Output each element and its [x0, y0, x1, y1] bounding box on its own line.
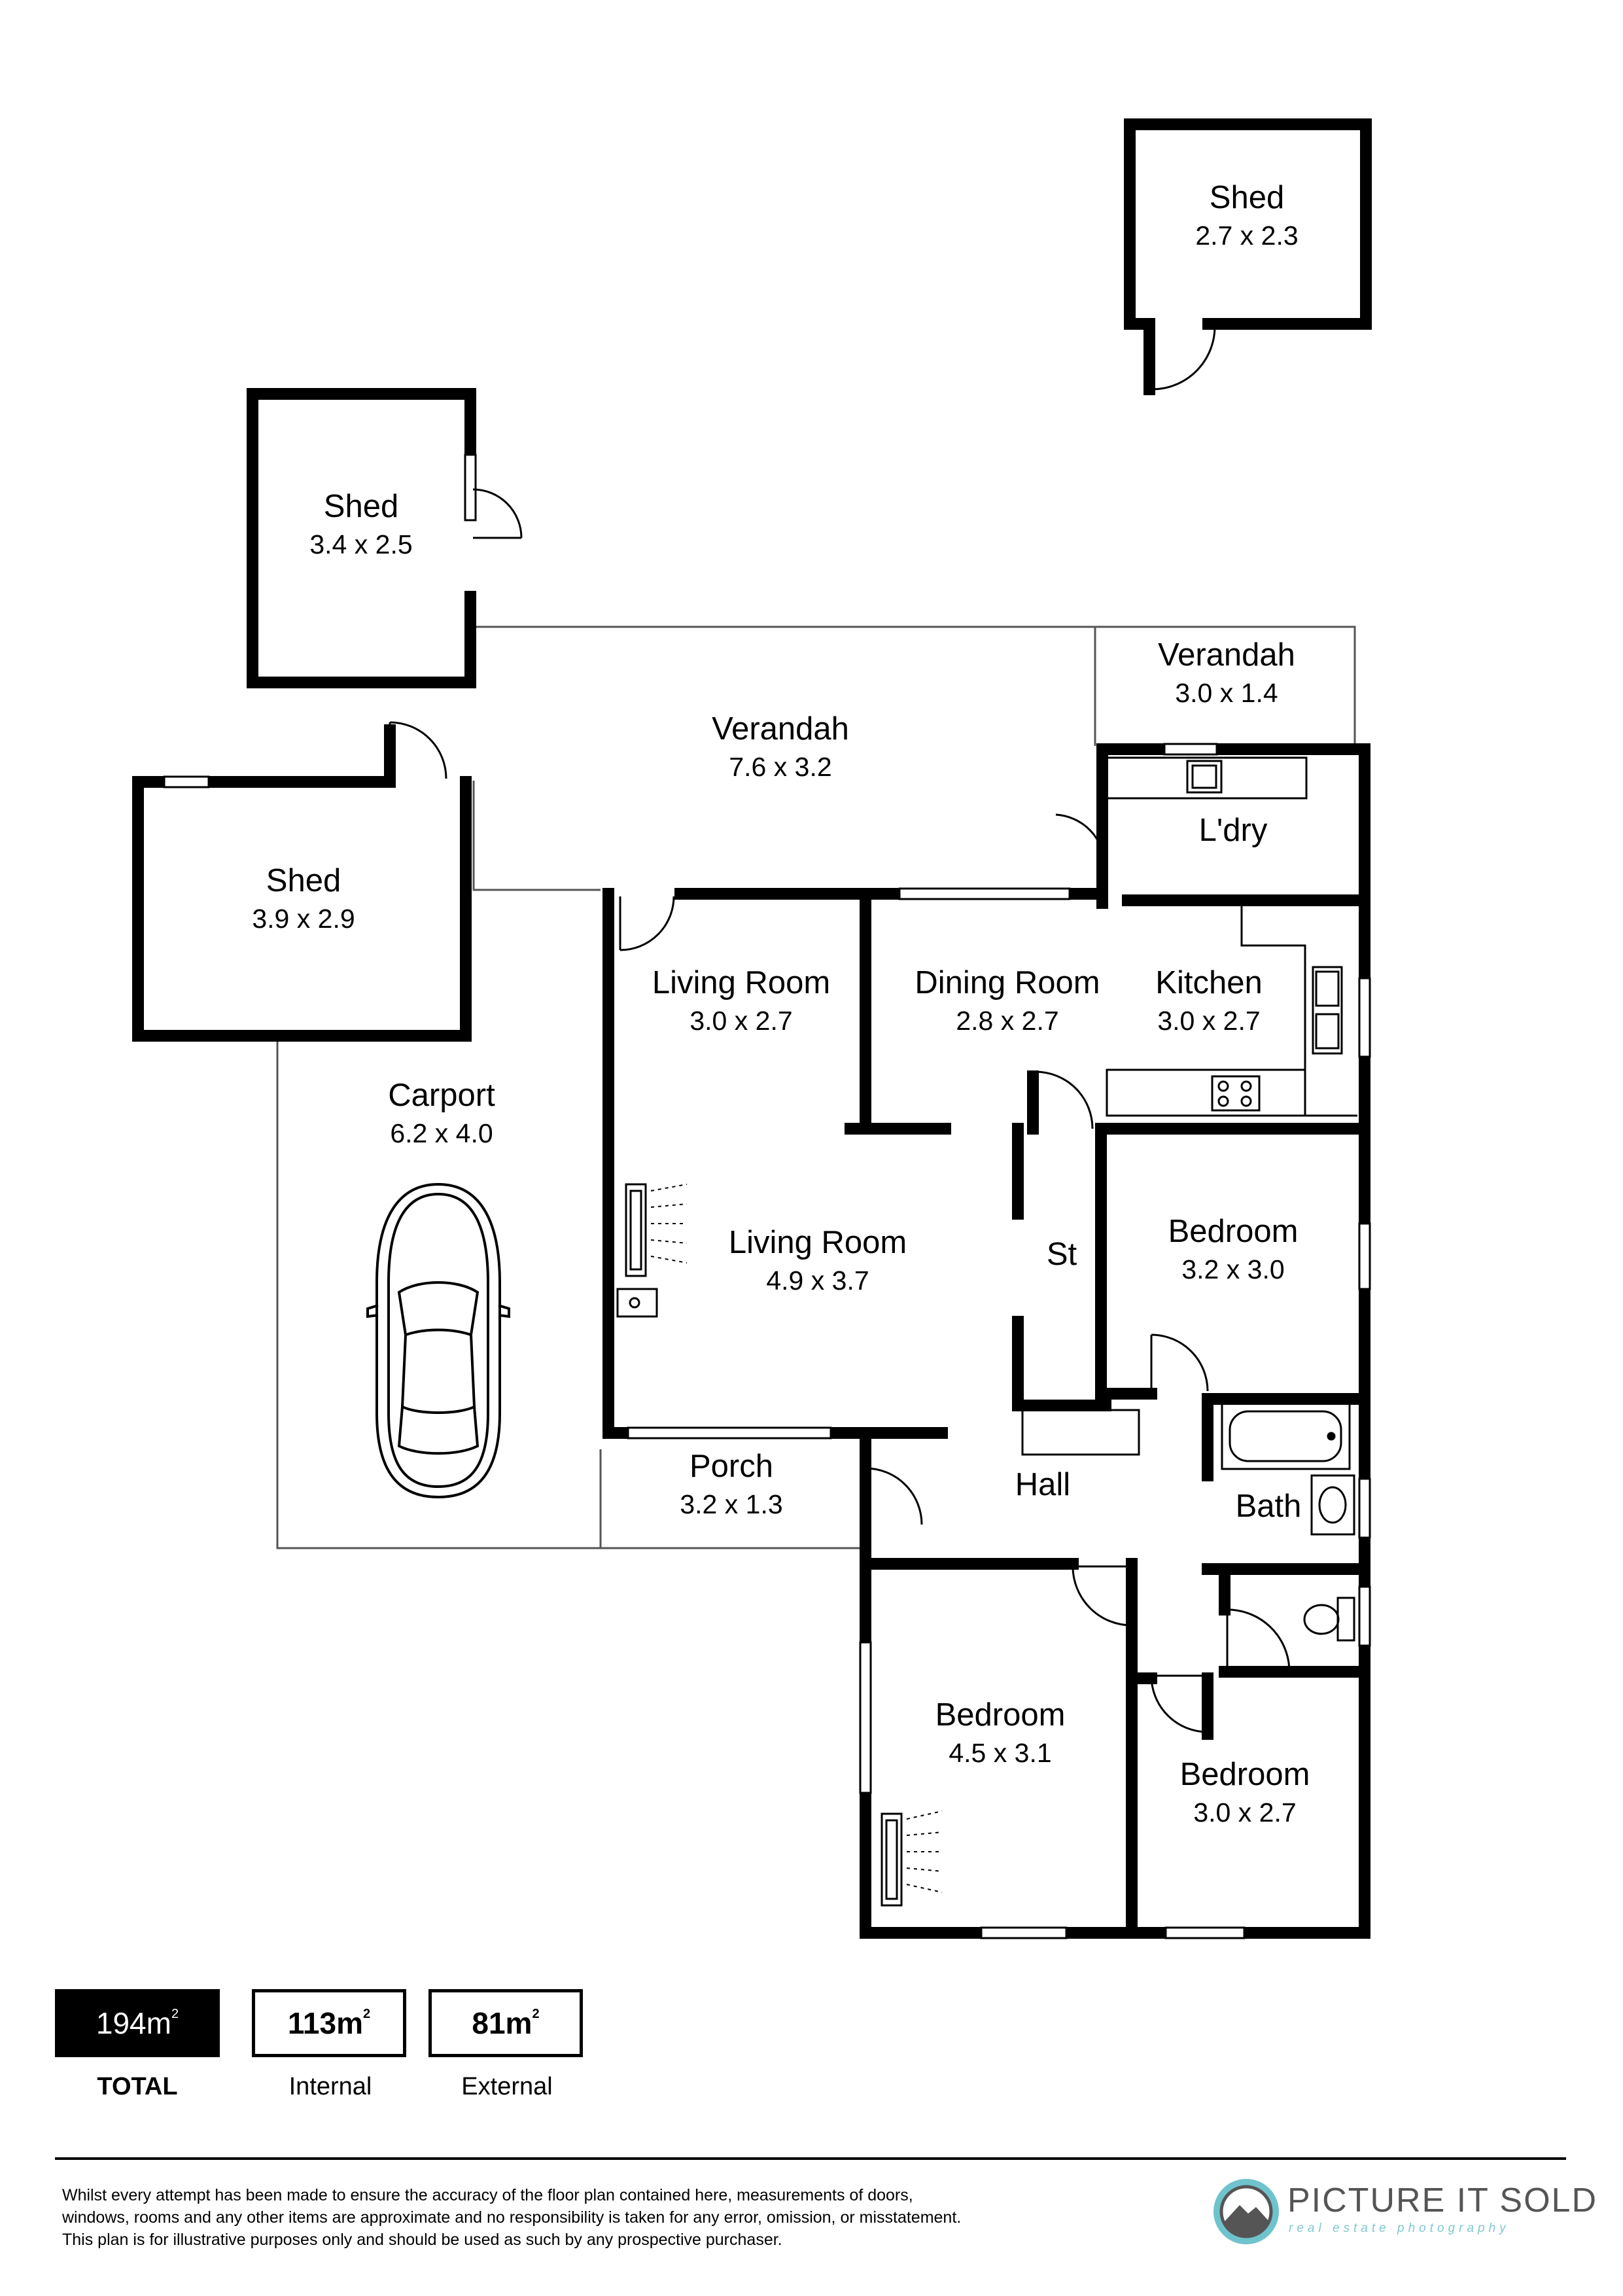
room-label-bedroom-2: Bedroom 4.5 x 3.1 — [935, 1697, 1066, 1768]
heater-icon — [881, 1812, 903, 1907]
room-label-hall: Hall — [1015, 1467, 1070, 1502]
footer-divider — [55, 2157, 1566, 2160]
room-name: Dining Room — [915, 965, 1100, 1000]
disclaimer: Whilst every attempt has been made to en… — [62, 2184, 1174, 2251]
room-label-carport: Carport 6.2 x 4.0 — [388, 1078, 495, 1148]
bathtub-icon — [1221, 1402, 1351, 1470]
room-dimensions: 3.0 x 2.7 — [689, 1006, 792, 1036]
room-name: Living Room — [652, 965, 830, 1000]
total-area-unit: 2 — [171, 2006, 179, 2021]
room-name: Carport — [388, 1078, 495, 1113]
external-area-value: 81m — [472, 2006, 532, 2040]
room-label-verandah-side: Verandah 3.0 x 1.4 — [1158, 637, 1295, 708]
room-dimensions: 2.8 x 2.7 — [956, 1006, 1058, 1036]
room-dimensions: 2.7 x 2.3 — [1195, 221, 1298, 251]
room-label-kitchen: Kitchen 3.0 x 2.7 — [1155, 965, 1262, 1036]
room-dimensions: 4.5 x 3.1 — [949, 1738, 1051, 1768]
room-name: Kitchen — [1155, 965, 1262, 1000]
room-name: Shed — [324, 489, 398, 524]
room-label-bedroom-1: Bedroom 3.2 x 3.0 — [1168, 1214, 1299, 1284]
laundry-bench — [1106, 756, 1308, 800]
room-dimensions: 3.0 x 1.4 — [1175, 678, 1278, 708]
room-name: Bedroom — [935, 1697, 1066, 1733]
total-area-value: 194m — [96, 2006, 171, 2040]
room-label-living-room-main: Living Room 4.9 x 3.7 — [729, 1225, 907, 1296]
room-name: Bedroom — [1168, 1214, 1299, 1249]
room-name: Shed — [266, 863, 341, 898]
room-name: L'dry — [1199, 813, 1268, 848]
laundry-sink-icon — [1186, 760, 1223, 794]
room-name: Shed — [1210, 180, 1284, 215]
room-label-dining-room: Dining Room 2.8 x 2.7 — [915, 965, 1100, 1036]
fireplace-hearth — [616, 1288, 658, 1318]
room-label-laundry: L'dry — [1199, 813, 1268, 848]
basin-icon — [1310, 1474, 1355, 1536]
brand-logo: PICTURE IT SOLD real estate photography — [1210, 2176, 1596, 2254]
room-dimensions: 3.9 x 2.9 — [252, 904, 355, 934]
room-label-porch: Porch 3.2 x 1.3 — [680, 1449, 782, 1519]
external-area-unit: 2 — [532, 2006, 540, 2021]
room-name: Bedroom — [1180, 1757, 1310, 1792]
kitchen-sink-icon — [1312, 966, 1343, 1055]
room-dimensions: 3.0 x 2.7 — [1193, 1797, 1296, 1828]
room-name: St — [1047, 1237, 1077, 1272]
fireplace-icon — [625, 1183, 647, 1277]
room-label-verandah-main: Verandah 7.6 x 3.2 — [712, 711, 849, 782]
external-area-caption: External — [461, 2073, 553, 2100]
toilet-icon — [1336, 1597, 1355, 1642]
windows — [163, 453, 1371, 1939]
room-name: Bath — [1236, 1489, 1302, 1524]
room-name: Hall — [1015, 1467, 1070, 1502]
walls — [132, 118, 1372, 1939]
heat-marks — [650, 1184, 943, 1893]
total-area-caption: TOTAL — [97, 2073, 178, 2100]
room-dimensions: 3.2 x 3.0 — [1181, 1254, 1284, 1284]
disclaimer-line: Whilst every attempt has been made to en… — [62, 2186, 913, 2204]
brand-name: PICTURE IT SOLD — [1287, 2181, 1598, 2219]
room-label-shed-c: Shed 3.9 x 2.9 — [252, 863, 355, 934]
camera-lens-icon — [1213, 2179, 1279, 2244]
room-label-shed-b: Shed 3.4 x 2.5 — [309, 489, 412, 559]
room-dimensions: 7.6 x 3.2 — [729, 752, 831, 782]
room-label-bath: Bath — [1236, 1489, 1302, 1524]
room-name: Verandah — [1158, 637, 1295, 673]
room-label-shed-a: Shed 2.7 x 2.3 — [1195, 180, 1298, 251]
room-name: Porch — [689, 1449, 773, 1484]
room-dimensions: 4.9 x 3.7 — [766, 1265, 869, 1296]
room-dimensions: 3.4 x 2.5 — [309, 529, 412, 559]
room-label-living-room-small: Living Room 3.0 x 2.7 — [652, 965, 830, 1036]
room-label-store: St — [1047, 1237, 1077, 1272]
disclaimer-line: windows, rooms and any other items are a… — [62, 2208, 962, 2227]
fixtures — [616, 756, 1357, 1907]
car-icon — [366, 1182, 510, 1499]
room-label-bedroom-3: Bedroom 3.0 x 2.7 — [1180, 1757, 1310, 1828]
room-dimensions: 6.2 x 4.0 — [390, 1118, 493, 1148]
internal-area-unit: 2 — [363, 2006, 371, 2021]
brand-tagline: real estate photography — [1289, 2221, 1510, 2235]
room-dimensions: 3.2 x 1.3 — [680, 1489, 782, 1519]
internal-area-caption: Internal — [288, 2073, 372, 2100]
doors — [389, 326, 1291, 1733]
room-name: Living Room — [729, 1225, 907, 1260]
room-dimensions: 3.0 x 2.7 — [1157, 1006, 1260, 1036]
cooktop-icon — [1211, 1075, 1261, 1112]
room-name: Verandah — [712, 711, 849, 747]
disclaimer-line: This plan is for illustrative purposes o… — [62, 2231, 782, 2249]
internal-area-value: 113m — [287, 2006, 363, 2040]
pantry-unit — [1021, 1409, 1140, 1456]
